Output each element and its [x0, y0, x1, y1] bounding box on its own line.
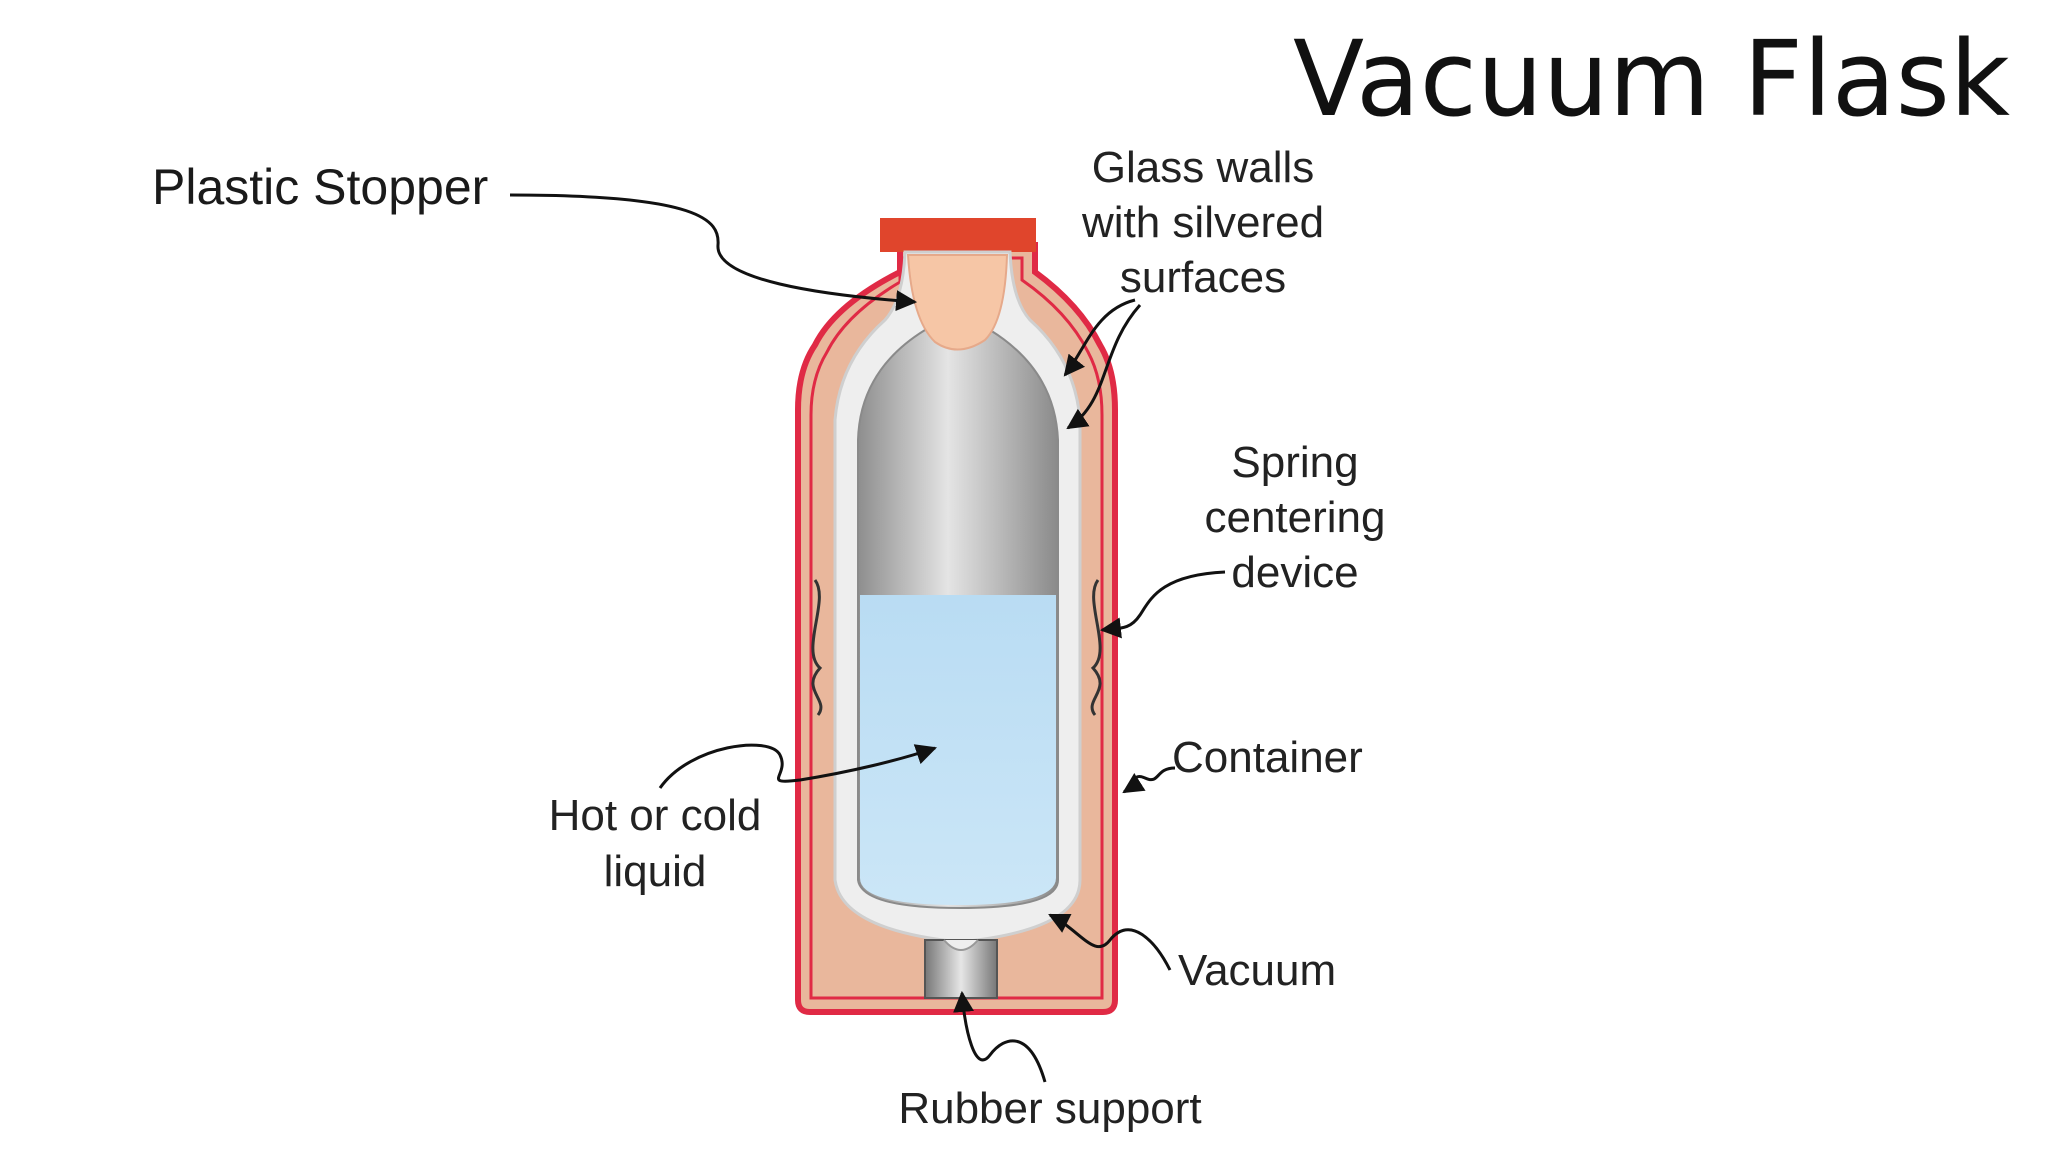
stopper-leader: [509, 193, 918, 312]
container-leader: [1122, 766, 1176, 794]
liquid: [860, 595, 1056, 905]
glass-walls-leader-2: [1066, 304, 1142, 430]
label-spring-line3: device: [1231, 548, 1358, 597]
label-vacuum: Vacuum: [1178, 946, 1336, 995]
label-rubber-support: Rubber support: [898, 1084, 1201, 1133]
liquid-leader: [658, 743, 937, 789]
label-liquid-line1: Hot or cold: [549, 791, 762, 840]
spring-leader: [1099, 570, 1226, 639]
label-glass-walls-line1: Glass walls: [1092, 143, 1315, 192]
rubber-leader: [953, 990, 1047, 1083]
label-spring-line2: centering: [1204, 493, 1385, 542]
label-container: Container: [1172, 733, 1363, 782]
rubber-support: [924, 939, 998, 999]
cap: [880, 218, 1036, 252]
label-plastic-stopper: Plastic Stopper: [152, 159, 488, 215]
vacuum-leader: [1048, 913, 1172, 971]
label-glass-walls-line2: with silvered: [1081, 198, 1324, 247]
spring-left: [811, 579, 823, 716]
page-title: Vacuum Flask: [1293, 18, 2010, 140]
label-glass-walls-line3: surfaces: [1120, 253, 1286, 302]
glass-walls-leader-1: [1063, 298, 1136, 377]
label-liquid-line2: liquid: [604, 847, 707, 896]
label-spring-line1: Spring: [1231, 438, 1358, 487]
spring-right: [1090, 579, 1102, 716]
